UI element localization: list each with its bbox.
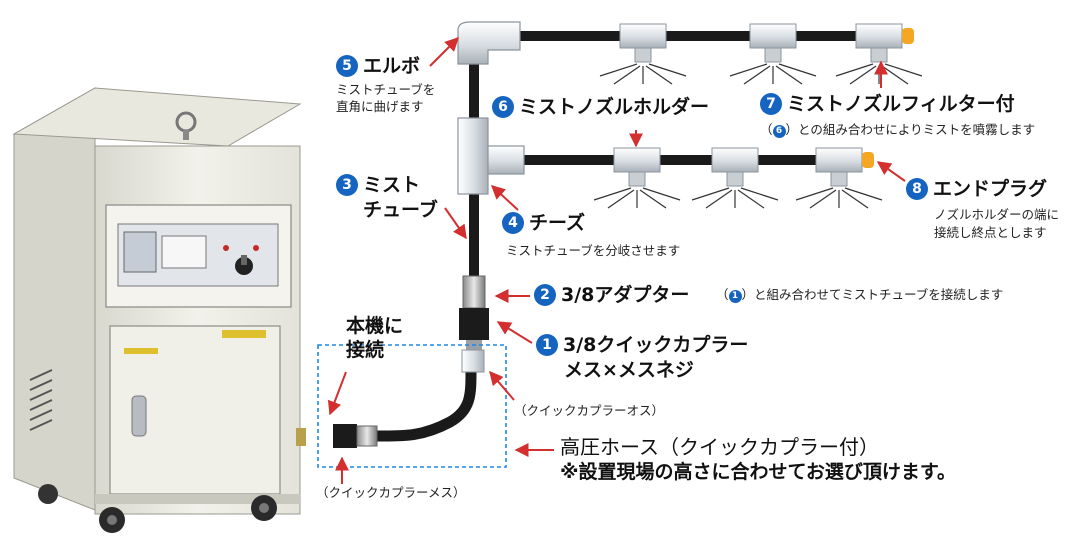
arrow-coupler-male [489, 370, 515, 401]
arrow-coupler [496, 321, 533, 344]
nozzle-row-middle [593, 147, 883, 209]
label-elbow-desc-1: ミストチューブを [336, 82, 436, 97]
badge-1: 1 [536, 334, 558, 356]
label-hose-note: ※設置現場の高さに合わせてお選び頂けます。 [560, 461, 957, 483]
arrow-tee [490, 185, 519, 211]
nozzle-row-top [599, 23, 923, 85]
adapter-fitting [462, 275, 486, 309]
nozzle-holder [795, 147, 883, 209]
badge-5: 5 [336, 55, 358, 77]
label-connect-line2: 接続 [346, 339, 385, 361]
high-pressure-hose [366, 364, 477, 442]
end-plug-top [902, 28, 914, 44]
label-elbow-name: エルボ [363, 55, 421, 77]
label-mist-tube-line2: チューブ [363, 199, 438, 221]
badge-6: 6 [492, 96, 514, 118]
quick-coupler-female [459, 308, 489, 340]
arrow-end-plug [876, 161, 906, 182]
badge-ref-1: 1 [728, 290, 742, 303]
label-coupler-female: （クイックカプラーメス） [316, 485, 466, 500]
hose-coupler-female [333, 424, 357, 448]
pump-machine [12, 87, 306, 533]
nozzle-holder [593, 147, 681, 209]
badge-7: 7 [760, 93, 782, 115]
arrow-connect [327, 371, 347, 416]
label-coupler-male: （クイックカプラーオス） [514, 403, 665, 418]
label-quick-coupler-line1: 3/8クイックカプラー [563, 334, 749, 356]
label-end-plug-desc-1: ノズルホルダーの端に [934, 207, 1060, 222]
nozzle-holder [729, 23, 817, 85]
label-nozzle-filter-name: ミストノズルフィルター付 [787, 93, 1015, 115]
hose-dashed-box [317, 344, 507, 468]
end-plug-middle [862, 152, 874, 168]
nozzle-holder [599, 23, 687, 85]
label-mist-tube-line1: ミスト [363, 174, 421, 196]
callout-arrows [327, 37, 906, 484]
label-tee-name: チーズ [529, 212, 586, 234]
label-nozzle-holder-name: ミストノズルホルダー [519, 96, 710, 118]
label-hose: 高圧ホース（クイックカプラー付） [560, 435, 879, 459]
label-elbow-desc-2: 直角に曲げます [336, 99, 424, 114]
label-end-plug-desc-2: 接続し終点とします [934, 225, 1047, 240]
label-quick-coupler-line2: メス×メスネジ [564, 359, 694, 381]
arrow-elbow [429, 37, 459, 67]
quick-coupler-male [461, 349, 485, 373]
badge-8: 8 [906, 178, 928, 200]
label-nozzle-filter-desc: （6）との組み合わせによりミストを噴霧します [760, 122, 1036, 138]
label-end-plug-name: エンドプラグ [933, 178, 1048, 200]
label-tee-desc: ミストチューブを分岐させます [506, 243, 681, 258]
label-adapter-name: 3/8アダプター [561, 284, 690, 306]
badge-ref-6: 6 [772, 125, 786, 138]
nozzle-holder [691, 147, 779, 209]
fittings [333, 21, 525, 448]
label-adapter-desc: （1）と組み合わせてミストチューブを接続します [716, 287, 1004, 303]
badge-2: 2 [534, 284, 556, 306]
badge-4: 4 [502, 212, 524, 234]
badge-3: 3 [336, 174, 358, 196]
label-connect-line1: 本機に [346, 315, 404, 337]
elbow-fitting [457, 21, 521, 65]
tee-fitting [457, 117, 489, 195]
arrow-mist-tube [444, 207, 467, 240]
